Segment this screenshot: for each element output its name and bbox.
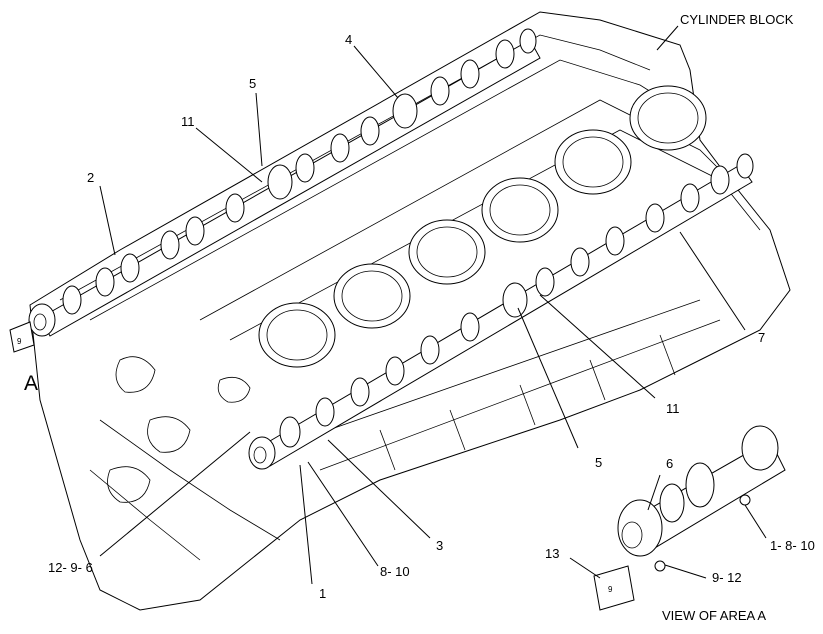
label-11-bottom: 11: [666, 401, 680, 416]
callout-labels: CYLINDER BLOCK 4 5 11 2 A 7 11 5 6 3 1- …: [24, 12, 815, 623]
label-5-bottom: 5: [595, 455, 602, 470]
leader-lines: [99, 25, 767, 585]
label-3: 3: [436, 538, 443, 553]
label-2: 2: [87, 170, 94, 185]
label-1: 1: [319, 586, 326, 601]
label-12-9-6: 12- 9- 6: [48, 560, 93, 575]
detail-view-area-a: 9: [593, 425, 786, 611]
label-cylinder-block: CYLINDER BLOCK: [680, 12, 794, 27]
label-4: 4: [345, 32, 352, 47]
label-11-top: 11: [181, 114, 195, 129]
svg-text:9: 9: [17, 337, 22, 346]
label-5-top: 5: [249, 76, 256, 91]
label-8-10: 8- 10: [380, 564, 410, 579]
label-1-8-10: 1- 8- 10: [770, 538, 815, 553]
label-area-a: A: [24, 372, 38, 395]
label-7: 7: [758, 330, 765, 345]
label-9-12: 9- 12: [712, 570, 742, 585]
camshaft-right-bank: [248, 153, 754, 470]
label-view-area-a: VIEW OF AREA A: [662, 608, 766, 623]
label-6: 6: [666, 456, 673, 471]
svg-text:9: 9: [608, 585, 613, 594]
label-13: 13: [545, 546, 559, 561]
cylinder-bores: [258, 85, 707, 368]
camshaft-left-bank: 9: [9, 28, 541, 353]
